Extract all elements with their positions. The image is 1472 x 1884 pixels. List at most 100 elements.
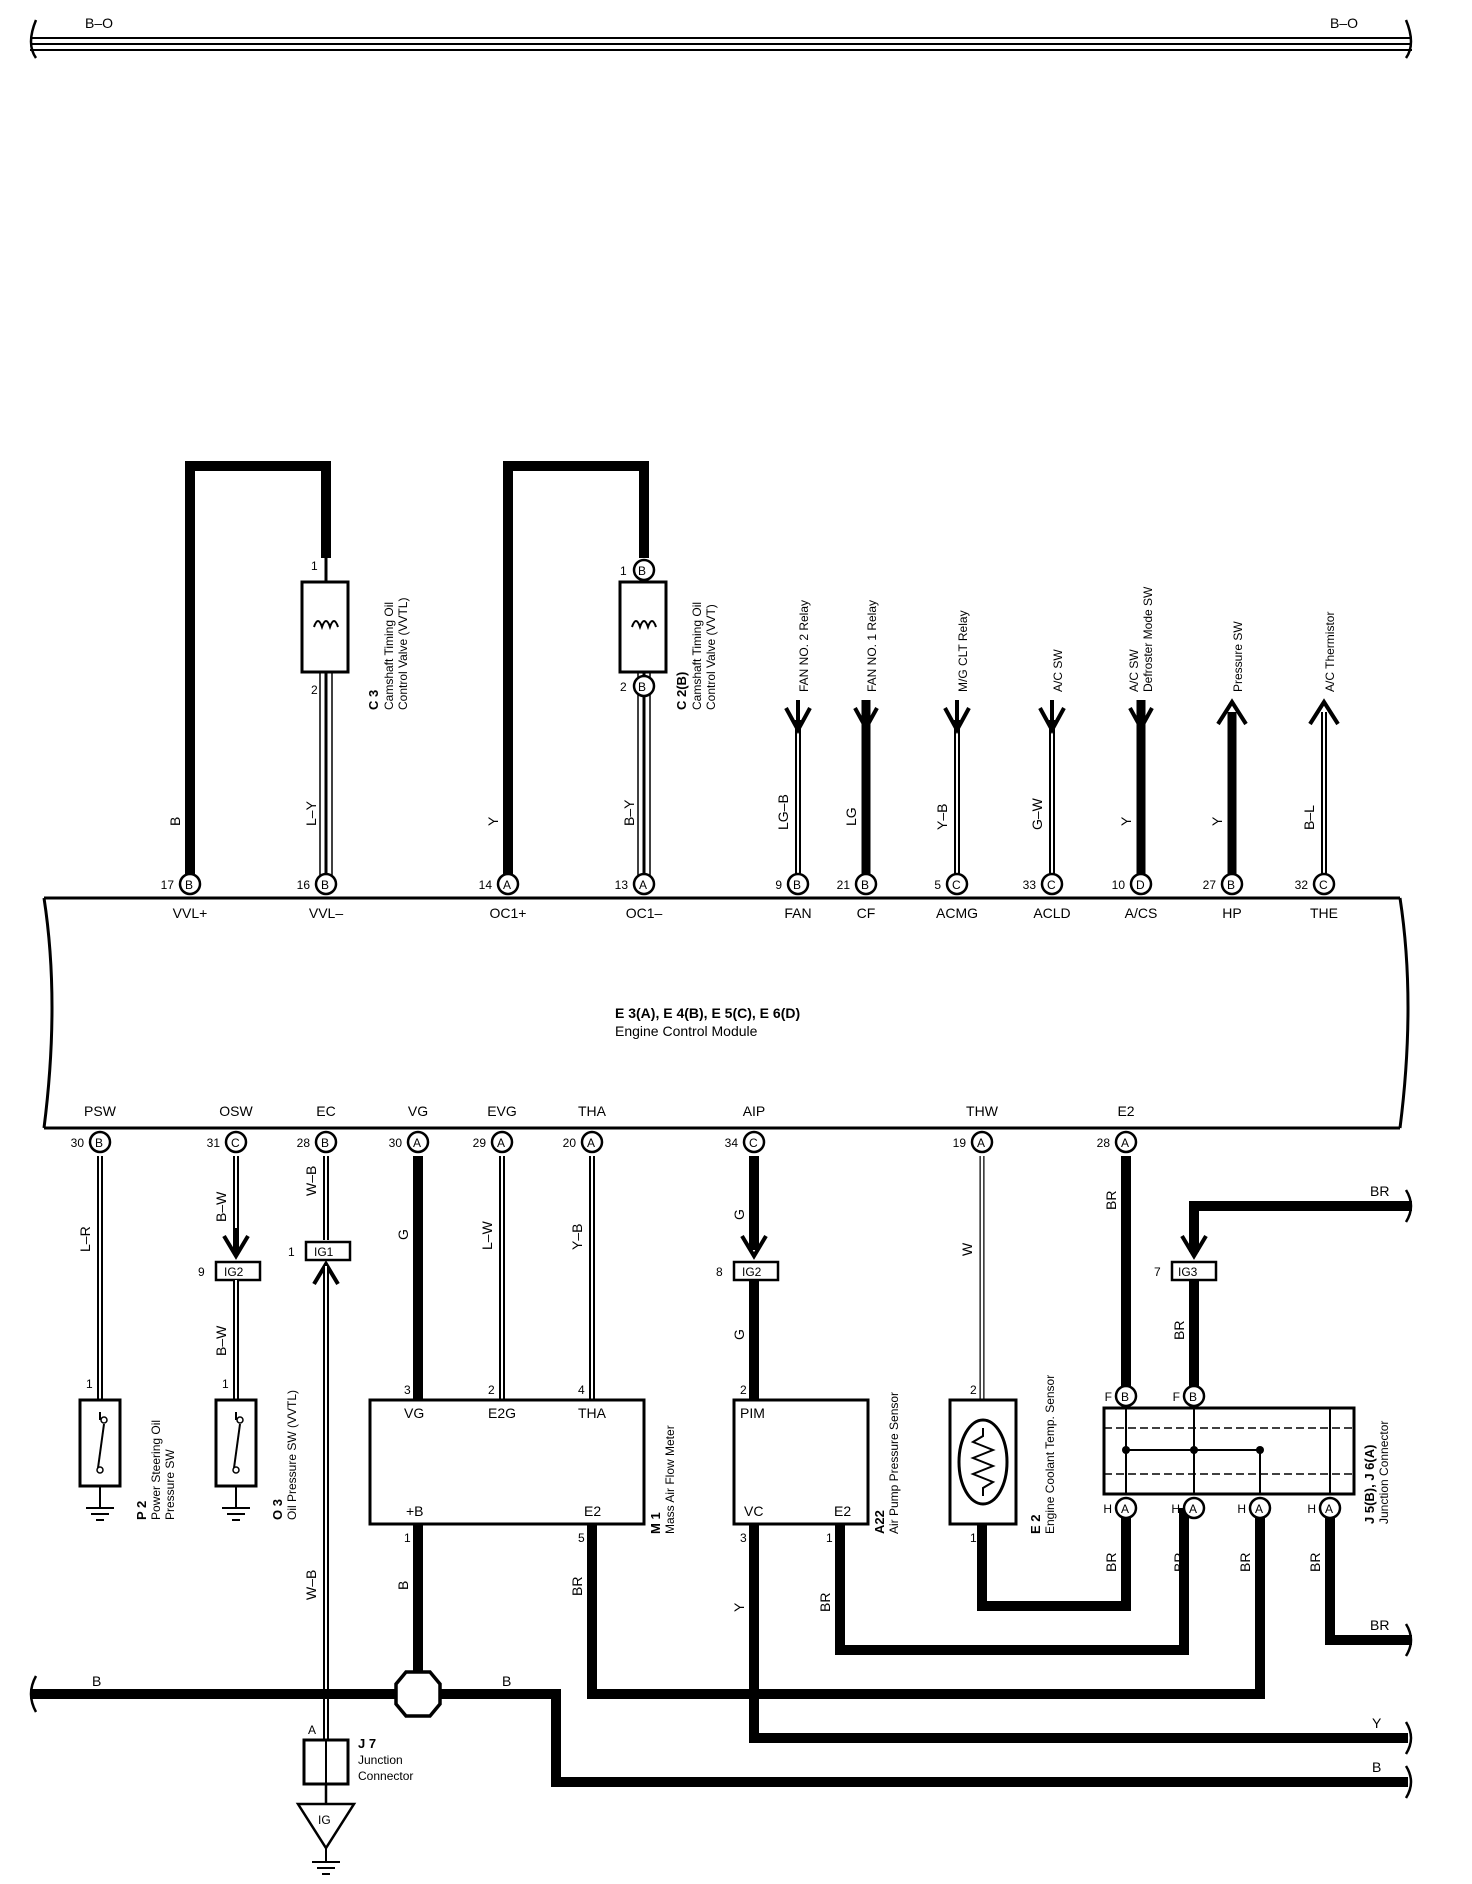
- c3-pin2: 2: [311, 683, 318, 697]
- ec-ig-num: 1: [288, 1245, 295, 1259]
- j7-ground: IG: [318, 1813, 331, 1827]
- bottom-pin-connector-1: [224, 1130, 248, 1154]
- m1-w-evg: L–W: [479, 1220, 495, 1250]
- m1-p-e2: 5: [578, 1531, 585, 1545]
- acs-wire: [1128, 700, 1154, 884]
- jc-name: Junction Connector: [1377, 1421, 1391, 1524]
- bottom-pin-letter-4: A: [497, 1136, 505, 1150]
- jc-pin-cavity-4: H: [1237, 1502, 1246, 1516]
- p2-wire: L–R: [77, 1226, 93, 1252]
- jc-pin-cavity-5: H: [1307, 1502, 1316, 1516]
- top-destinations: FAN NO. 2 Relay FAN NO. 1 Relay M/G CLT …: [797, 586, 1337, 692]
- wire-vvl-plus: B: [167, 817, 183, 826]
- dest-fan: FAN NO. 2 Relay: [797, 600, 811, 692]
- ecm-body: E 3(A), E 4(B), E 5(C), E 6(D) Engine Co…: [42, 896, 1410, 1130]
- dest-acs: A/C SW: [1127, 649, 1141, 692]
- jc-pin-letter-2: A: [1121, 1502, 1129, 1516]
- dest-the: A/C Thermistor: [1323, 612, 1337, 692]
- top-pin-connector-1: [314, 872, 338, 896]
- a22-w-e2: BR: [817, 1593, 833, 1612]
- top-pin-number-0: 17: [161, 878, 175, 892]
- jc-pin-cavity-1: F: [1173, 1390, 1180, 1404]
- jc-w-out: BR: [1370, 1617, 1389, 1633]
- bottom-bus: B B Y B: [29, 1189, 1413, 1799]
- jc-w-ig: BR: [1171, 1321, 1187, 1340]
- cf-wire: [853, 700, 879, 884]
- a22-ig-num: 8: [716, 1265, 723, 1279]
- bus-b-left: B: [92, 1673, 101, 1689]
- o3-ig: IG2: [224, 1265, 244, 1279]
- wire-oc1-plus: Y: [485, 816, 501, 826]
- bottom-pin-name-1: OSW: [219, 1103, 253, 1119]
- p2-name1: Power Steering Oil: [149, 1420, 163, 1520]
- e2s-code: E 2: [1028, 1514, 1043, 1534]
- jc-pin-connector-2: [1114, 1496, 1138, 1520]
- m1-p-tha: 4: [578, 1383, 585, 1397]
- jc-pin-connector-1: [1182, 1384, 1206, 1408]
- bottom-pin-number-7: 19: [953, 1136, 967, 1150]
- m1-p-vg: 3: [404, 1383, 411, 1397]
- bottom-pin-number-0: 30: [71, 1136, 85, 1150]
- bottom-pin-connector-8: [1114, 1130, 1138, 1154]
- wire-fan: LG–B: [775, 794, 791, 830]
- e2s-circuit: 2 1 W E 2 Engine Coolant Temp. Sensor: [948, 1156, 1131, 1611]
- top-pin-name-0: VVL+: [173, 905, 208, 921]
- c2-name1: Camshaft Timing Oil: [690, 602, 704, 710]
- top-pin-letter-9: B: [1227, 878, 1235, 892]
- ec-wire-bot: W–B: [303, 1570, 319, 1600]
- bottom-pins: B30PSWC31OSWB28ECA30VGA29EVGA20THAC34AIP…: [71, 1103, 1138, 1154]
- wire-the: B–L: [1301, 805, 1317, 830]
- top-bus-right-label: B–O: [1330, 15, 1358, 31]
- c2-code: C 2(B): [674, 672, 689, 710]
- top-pin-number-5: 21: [837, 878, 851, 892]
- bottom-pin-name-0: PSW: [84, 1103, 117, 1119]
- wire-oc1-minus: B–Y: [621, 799, 637, 826]
- top-pin-letter-2: A: [503, 878, 511, 892]
- top-pin-connector-2: [496, 872, 520, 896]
- bottom-pin-connector-5: [580, 1130, 604, 1154]
- bottom-pin-name-5: THA: [578, 1103, 607, 1119]
- a22-e2: E2: [834, 1503, 851, 1519]
- top-pin-connector-5: [854, 872, 878, 896]
- o3-name: Oil Pressure SW (VVTL): [285, 1390, 299, 1520]
- top-pin-number-10: 32: [1295, 878, 1309, 892]
- c2-name2: Control Valve (VVT): [704, 604, 718, 710]
- bottom-pin-name-3: VG: [408, 1103, 428, 1119]
- j7-name2: Connector: [358, 1769, 413, 1783]
- jc-code: J 5(B), J 6(A): [1362, 1445, 1377, 1524]
- jc-pin-cavity-2: H: [1103, 1502, 1112, 1516]
- jc-circuit: BR BR 7 IG3 BR BR BR BR BR BR J 5(B), J …: [1102, 1156, 1412, 1645]
- a22-w-mid: G: [731, 1329, 747, 1340]
- the-wire: [1308, 698, 1340, 884]
- a22-w-top: G: [731, 1209, 747, 1220]
- bottom-pin-number-2: 28: [297, 1136, 311, 1150]
- jc-ig: IG3: [1178, 1265, 1198, 1279]
- bottom-pin-number-5: 20: [563, 1136, 577, 1150]
- m1-p-e2g: 2: [488, 1383, 495, 1397]
- top-pin-letter-7: C: [1047, 878, 1056, 892]
- j7-code: J 7: [358, 1736, 376, 1751]
- jc-w-h2: BR: [1171, 1553, 1187, 1572]
- a22-circuit: PIM VC E2 2 3 1 G 8 IG2 G Y BR A22 Air P…: [716, 1156, 1408, 1743]
- jc-pin-connector-0: [1114, 1384, 1138, 1408]
- top-pin-name-2: OC1+: [490, 905, 527, 921]
- e2s-p2: 1: [970, 1531, 977, 1545]
- bottom-pin-name-4: EVG: [487, 1103, 517, 1119]
- ec-ig: IG1: [314, 1245, 334, 1259]
- bottom-pin-letter-2: B: [321, 1136, 329, 1150]
- jc-pin-connector-4: [1248, 1496, 1272, 1520]
- top-pin-letter-3: A: [639, 878, 647, 892]
- bottom-pin-number-8: 28: [1097, 1136, 1111, 1150]
- jc-pin-cavity-3: H: [1171, 1502, 1180, 1516]
- c2-pin2: 2: [620, 680, 627, 694]
- jc-w-in: BR: [1370, 1183, 1389, 1199]
- a22-vc: VC: [744, 1503, 763, 1519]
- top-pin-connector-0: [178, 872, 202, 896]
- dest-acs-2: Defroster Mode SW: [1141, 586, 1155, 692]
- top-pin-number-9: 27: [1203, 878, 1217, 892]
- bottom-pin-name-2: EC: [316, 1103, 335, 1119]
- o3-code: O 3: [270, 1499, 285, 1520]
- top-pin-name-8: A/CS: [1125, 905, 1158, 921]
